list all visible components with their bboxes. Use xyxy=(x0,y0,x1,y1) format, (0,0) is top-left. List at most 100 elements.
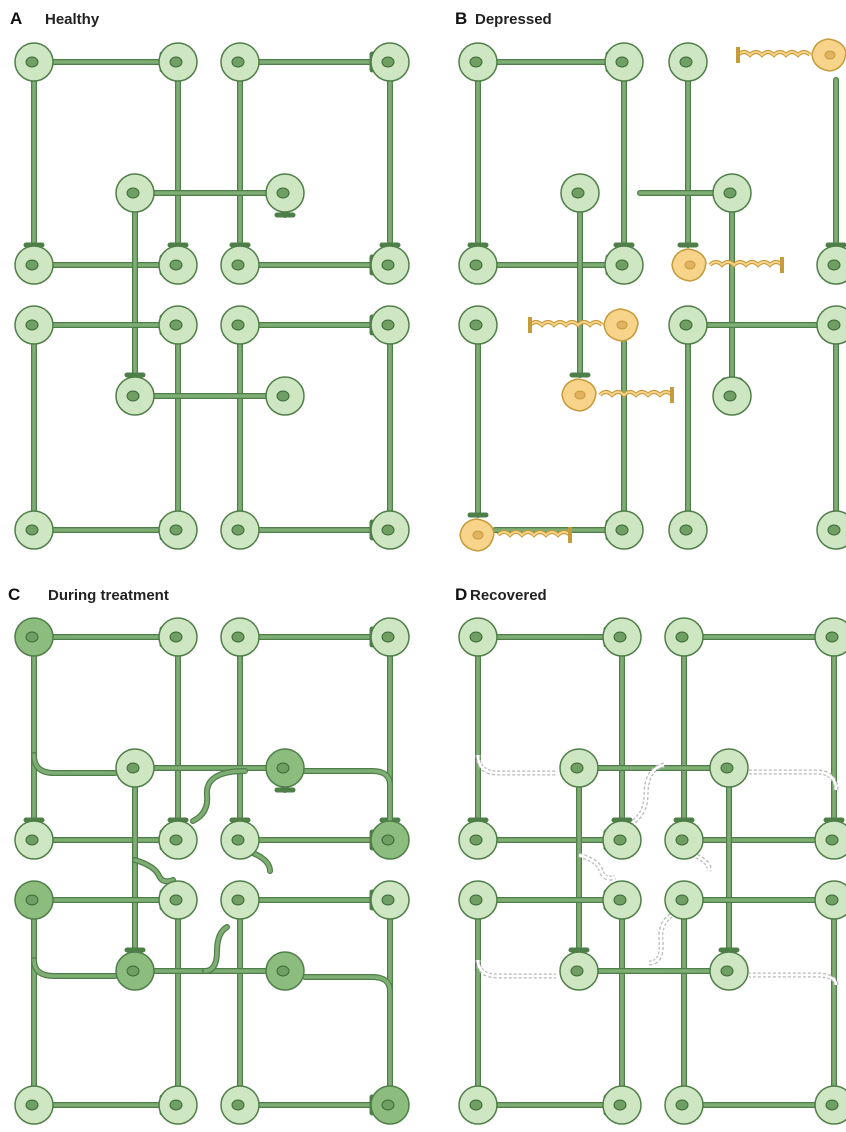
nucleus xyxy=(825,894,839,906)
nucleus xyxy=(570,762,584,774)
panel-letter: B xyxy=(455,9,467,28)
nucleus xyxy=(615,259,629,271)
nucleus xyxy=(679,524,693,536)
nucleus xyxy=(469,56,483,68)
nucleus xyxy=(613,894,627,906)
nucleus xyxy=(126,762,140,774)
panel-during-treatment: C During treatment xyxy=(8,585,410,1125)
nucleus xyxy=(679,56,693,68)
nucleus xyxy=(381,631,395,643)
nucleus xyxy=(613,631,627,643)
nucleus xyxy=(469,1099,483,1111)
nucleus xyxy=(615,524,629,536)
pruned-dendrite xyxy=(476,754,556,775)
nucleus xyxy=(827,259,841,271)
nucleus xyxy=(824,50,836,60)
nucleus xyxy=(276,965,290,977)
atrophied-axon xyxy=(599,391,673,397)
nucleus xyxy=(574,390,586,400)
nucleus xyxy=(25,259,39,271)
nucleus xyxy=(276,187,290,199)
new-dendrite xyxy=(303,975,392,1092)
nucleus xyxy=(169,834,183,846)
panel-title: Recovered xyxy=(470,587,547,604)
pruned-dendrite xyxy=(578,853,616,880)
nucleus xyxy=(616,320,628,330)
nucleus xyxy=(381,56,395,68)
nucleus xyxy=(231,524,245,536)
nucleus xyxy=(571,187,585,199)
nucleus xyxy=(675,894,689,906)
nucleus xyxy=(827,319,841,331)
nucleus xyxy=(720,762,734,774)
nucleus xyxy=(469,834,483,846)
pruned-dendrite xyxy=(475,959,556,979)
nucleus xyxy=(827,524,841,536)
new-dendrite xyxy=(203,925,229,973)
pruned-dendrite xyxy=(749,770,838,791)
nucleus xyxy=(825,1099,839,1111)
nucleus xyxy=(169,56,183,68)
nucleus xyxy=(613,1099,627,1111)
nucleus xyxy=(25,1099,39,1111)
nucleus xyxy=(276,390,290,402)
nucleus xyxy=(469,631,483,643)
nucleus xyxy=(126,390,140,402)
nucleus xyxy=(675,631,689,643)
panel-title: Depressed xyxy=(475,11,552,28)
nucleus xyxy=(231,56,245,68)
nucleus xyxy=(231,259,245,271)
nucleus xyxy=(472,530,484,540)
panel-letter: A xyxy=(10,9,22,28)
atrophied-axon xyxy=(709,261,783,267)
nucleus xyxy=(675,834,689,846)
nucleus xyxy=(126,965,140,977)
pruned-dendrite xyxy=(630,762,665,826)
nucleus xyxy=(825,834,839,846)
nucleus xyxy=(381,259,395,271)
nucleus xyxy=(381,894,395,906)
pruned-dendrite xyxy=(475,754,556,776)
nucleus xyxy=(231,834,245,846)
nucleus xyxy=(684,260,696,270)
nucleus xyxy=(825,631,839,643)
pruned-dendrite xyxy=(476,959,556,978)
nucleus xyxy=(25,319,39,331)
nucleus xyxy=(615,56,629,68)
new-dendrite xyxy=(32,753,117,775)
atrophied-axon xyxy=(529,321,603,327)
pruned-dendrite xyxy=(749,769,839,791)
atrophied-axon xyxy=(497,531,571,537)
nucleus xyxy=(381,834,395,846)
nucleus xyxy=(25,524,39,536)
nucleus xyxy=(25,631,39,643)
nucleus xyxy=(723,390,737,402)
nucleus xyxy=(469,319,483,331)
nucleus xyxy=(169,524,183,536)
nucleus xyxy=(25,56,39,68)
nucleus xyxy=(613,834,627,846)
nucleus xyxy=(231,319,245,331)
panel-title: Healthy xyxy=(45,11,100,28)
nucleus xyxy=(169,631,183,643)
nucleus xyxy=(169,894,183,906)
panel-depressed: B Depressed xyxy=(455,9,846,552)
nucleus xyxy=(231,631,245,643)
nucleus xyxy=(169,319,183,331)
nucleus xyxy=(720,965,734,977)
pruned-dendrite xyxy=(749,973,838,986)
nucleus xyxy=(25,834,39,846)
nucleus xyxy=(675,1099,689,1111)
panel-healthy: A Healthy xyxy=(10,9,410,550)
nucleus xyxy=(570,965,584,977)
new-dendrite xyxy=(191,769,247,823)
panel-title: During treatment xyxy=(48,587,169,604)
atrophied-axon xyxy=(737,51,811,57)
pruned-dendrite xyxy=(631,763,665,825)
nucleus xyxy=(276,762,290,774)
pruned-dendrite xyxy=(578,852,616,881)
new-dendrite xyxy=(32,958,117,978)
nucleus xyxy=(126,187,140,199)
nucleus xyxy=(169,1099,183,1111)
